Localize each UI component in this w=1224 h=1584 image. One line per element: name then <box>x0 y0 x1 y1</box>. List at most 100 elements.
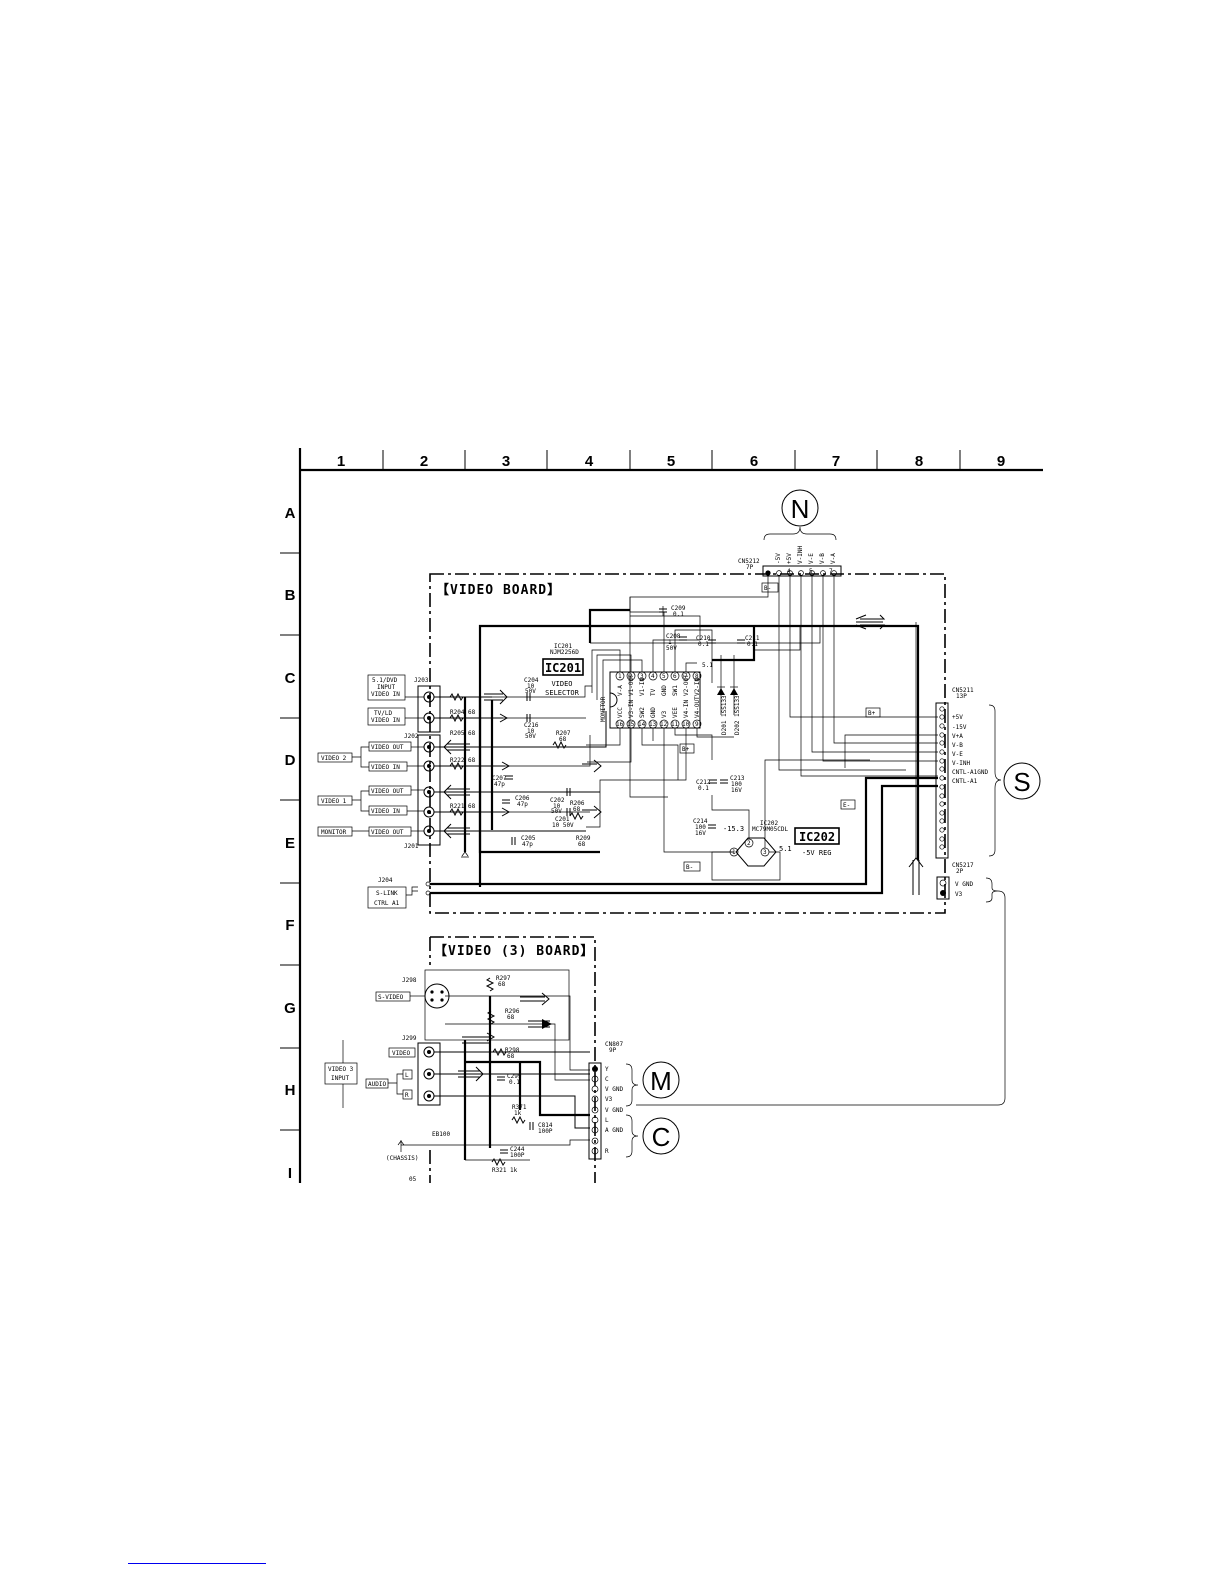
grid-row-c: C <box>285 670 296 687</box>
svg-text:R206: R206 <box>570 800 585 807</box>
svg-text:J299: J299 <box>402 1035 417 1042</box>
ic201-pin15: 15 <box>627 721 635 728</box>
svg-text:V+A: V+A <box>952 733 963 740</box>
cn5211-connector: CN5211 13P +5V -15V V+A V-B V-E V-INH CN… <box>935 687 1002 859</box>
svg-text:J202: J202 <box>404 733 419 740</box>
ic201-pin3: 3 <box>640 673 644 680</box>
svg-text:3: 3 <box>763 849 767 856</box>
ic201-pin10: 10 <box>682 721 690 728</box>
grid-col-2: 2 <box>420 453 428 470</box>
svg-text:+5V: +5V <box>952 714 963 721</box>
svg-text:10: 10 <box>527 728 535 735</box>
svg-text:CTRL A1: CTRL A1 <box>374 900 400 907</box>
ic201-ref: IC201 <box>545 661 581 675</box>
svg-text:1: 1 <box>668 639 672 646</box>
jack-blocks: J203 J202 J201 <box>404 677 441 850</box>
svg-text:1SS133: 1SS133 <box>721 695 728 717</box>
svg-text:V GND: V GND <box>955 881 973 888</box>
grid-row-d: D <box>285 752 296 769</box>
svg-text:VIDEO 3: VIDEO 3 <box>328 1066 354 1073</box>
svg-text:R209: R209 <box>576 835 591 842</box>
svg-text:VIDEO IN: VIDEO IN <box>371 808 400 815</box>
ic201-pin9: 9 <box>695 721 699 728</box>
svg-text:50V: 50V <box>525 688 536 695</box>
ic201-pin11: 11 <box>671 721 679 728</box>
svg-text:VIDEO IN: VIDEO IN <box>371 717 400 724</box>
grid-row-h: H <box>285 1082 296 1099</box>
ic201-bottom-pins: 16 15 14 13 12 11 10 9 <box>615 719 702 729</box>
svg-text:C201: C201 <box>555 816 570 823</box>
svg-text:1k: 1k <box>514 1110 522 1117</box>
svg-text:CN5211: CN5211 <box>952 687 974 694</box>
ic201-monitor-label: MONITOR <box>600 696 607 722</box>
ic202-block: IC202 MC79M05CDL IC202 -5V REG 1 2 3 5.1 <box>711 759 870 881</box>
tag-b-minus-top: B- <box>764 585 771 592</box>
svg-text:-15V: -15V <box>952 724 967 731</box>
svg-text:R204 68: R204 68 <box>450 709 476 716</box>
grid-row-i: I <box>288 1165 292 1182</box>
ic201-pin13: 13 <box>649 721 657 728</box>
cn5212-sig-vb: V-B <box>819 553 826 564</box>
connector-m-marker: M <box>642 1061 680 1099</box>
svg-text:C210: C210 <box>696 635 711 642</box>
svg-text:100P: 100P <box>538 1128 553 1135</box>
grid-row-f: F <box>285 917 294 934</box>
svg-text:V-A: V-A <box>617 685 624 696</box>
svg-text:SW2: SW2 <box>639 707 646 718</box>
svg-text:M: M <box>650 1066 672 1096</box>
svg-text:V2-OUT: V2-OUT <box>683 674 690 696</box>
svg-text:2P: 2P <box>956 868 964 875</box>
svg-text:B+: B+ <box>682 746 690 753</box>
left-input-labels: 5.1/DVD INPUT VIDEO IN TV/LD VIDEO IN VI… <box>317 674 431 909</box>
supply-tags: B+ B+ E- B- <box>679 707 881 872</box>
svg-text:1SS133: 1SS133 <box>734 695 741 717</box>
video3-board-title: 【VIDEO (3) BOARD】 <box>434 943 594 959</box>
svg-text:10 50V: 10 50V <box>552 822 574 829</box>
svg-text:AUDIO: AUDIO <box>368 1081 386 1088</box>
grid-row-g: G <box>284 1000 296 1017</box>
svg-text:R222 68: R222 68 <box>450 757 476 764</box>
svg-text:47p: 47p <box>517 801 528 808</box>
ic201-pin7: 7 <box>684 673 688 680</box>
ic201-function-1: VIDEO <box>551 680 572 688</box>
ic201-pin16: 16 <box>616 721 624 728</box>
svg-text:R207: R207 <box>556 730 571 737</box>
svg-text:CNTL-A1GND: CNTL-A1GND <box>952 769 989 776</box>
svg-text:V4-OUT: V4-OUT <box>694 696 701 718</box>
svg-text:50V: 50V <box>666 645 677 652</box>
svg-text:A GND: A GND <box>605 1127 623 1134</box>
connector-s-marker: S <box>1003 762 1041 800</box>
svg-text:MONITOR: MONITOR <box>321 829 347 836</box>
svg-text:L: L <box>405 1072 409 1079</box>
svg-text:Y: Y <box>605 1066 609 1073</box>
svg-text:68: 68 <box>498 981 506 988</box>
svg-text:C209: C209 <box>671 605 686 612</box>
svg-text:C204: C204 <box>524 677 539 684</box>
svg-text:9P: 9P <box>609 1047 617 1054</box>
grid-row-a: A <box>285 505 296 522</box>
svg-text:GND: GND <box>661 685 668 696</box>
cn5211-pins <box>939 706 945 850</box>
footer-rule <box>128 1563 266 1564</box>
svg-text:VIDEO IN: VIDEO IN <box>371 764 400 771</box>
svg-text:68: 68 <box>578 841 586 848</box>
svg-text:TV: TV <box>650 688 657 696</box>
svg-text:S-VIDEO: S-VIDEO <box>378 994 404 1001</box>
svg-text:D201: D201 <box>721 720 728 735</box>
svg-text:R: R <box>405 1092 409 1099</box>
svg-text:C212: C212 <box>696 779 711 786</box>
svg-text:C211: C211 <box>745 635 760 642</box>
svg-text:V GND: V GND <box>605 1107 623 1114</box>
svg-text:(CHASSIS): (CHASSIS) <box>386 1155 419 1162</box>
slink-lines <box>430 776 938 895</box>
svg-text:0.1: 0.1 <box>698 785 709 792</box>
svg-text:C207: C207 <box>492 775 507 782</box>
grid-col-3: 3 <box>502 453 510 470</box>
svg-text:R: R <box>605 1148 609 1155</box>
svg-text:B+: B+ <box>868 710 876 717</box>
connector-n-marker: N <box>763 489 837 541</box>
svg-text:J201: J201 <box>404 843 419 850</box>
svg-text:C214: C214 <box>693 818 708 825</box>
ic201-pin1: 1 <box>618 673 622 680</box>
svg-text:V-B: V-B <box>952 742 963 749</box>
